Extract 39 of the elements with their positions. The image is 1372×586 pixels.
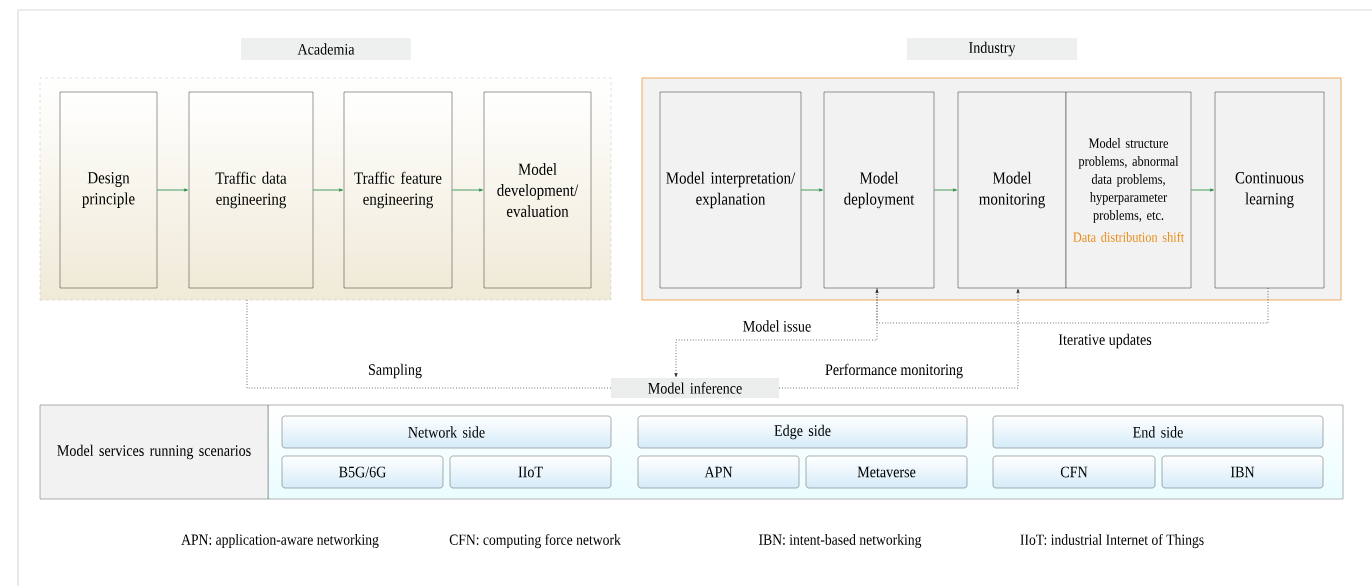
arrow [312,188,343,192]
scenario-box: B5G/6G [281,455,444,489]
process-box: Model monitoring [957,91,1067,289]
footnote-text: IBN: intent-based networking [759,533,922,549]
process-box: Traffic data engineering [188,91,314,289]
node-label: Academia [297,43,355,55]
inference-band: Model inference [611,378,779,398]
process-box: Continuous learning [1214,91,1325,289]
arrow [800,188,823,192]
footnote-text: IIoT: industrial Internet of Things [1020,533,1204,549]
node-label: Industry [969,41,1016,57]
scenario-box: Network side [281,415,612,449]
scenario-box: Metaverse [805,455,968,489]
footnote-text: APN: application-aware networking [181,533,379,549]
arrow [1190,188,1214,192]
scenario-box: End side [992,415,1324,449]
edge-label: Model issue [741,319,813,333]
scenario-box: CFN [992,455,1156,489]
arrow [674,287,878,377]
process-box: Model development/evaluation [483,91,592,289]
edge-label: Sampling [367,362,423,380]
arrow [875,287,1269,324]
scenario-box: Edge side [637,415,968,449]
process-box: Model interpretation/explanation [659,91,802,289]
arrow [156,188,188,192]
process-box: Model deployment [823,91,935,289]
process-box: Design principle [59,91,158,289]
scenario-box: APN [637,455,800,489]
scenario-box: IBN [1161,455,1324,489]
arrow [778,289,1020,389]
footnote-text: CFN: computing force network [449,533,621,549]
scenario-heading-cell: Model services running scenarios [39,404,269,500]
edge-label: Iterative updates [1057,332,1153,350]
arrow [451,188,483,192]
problems-box: Model structure problems, abnormal data problems, hyperparameter problems, etc. Data distribution shift [1065,91,1192,289]
scenario-box: IIoT [449,455,612,489]
edge-label: Performance monitoring [824,362,965,380]
process-box: Traffic feature engineering [343,91,453,289]
arrow [933,188,957,192]
